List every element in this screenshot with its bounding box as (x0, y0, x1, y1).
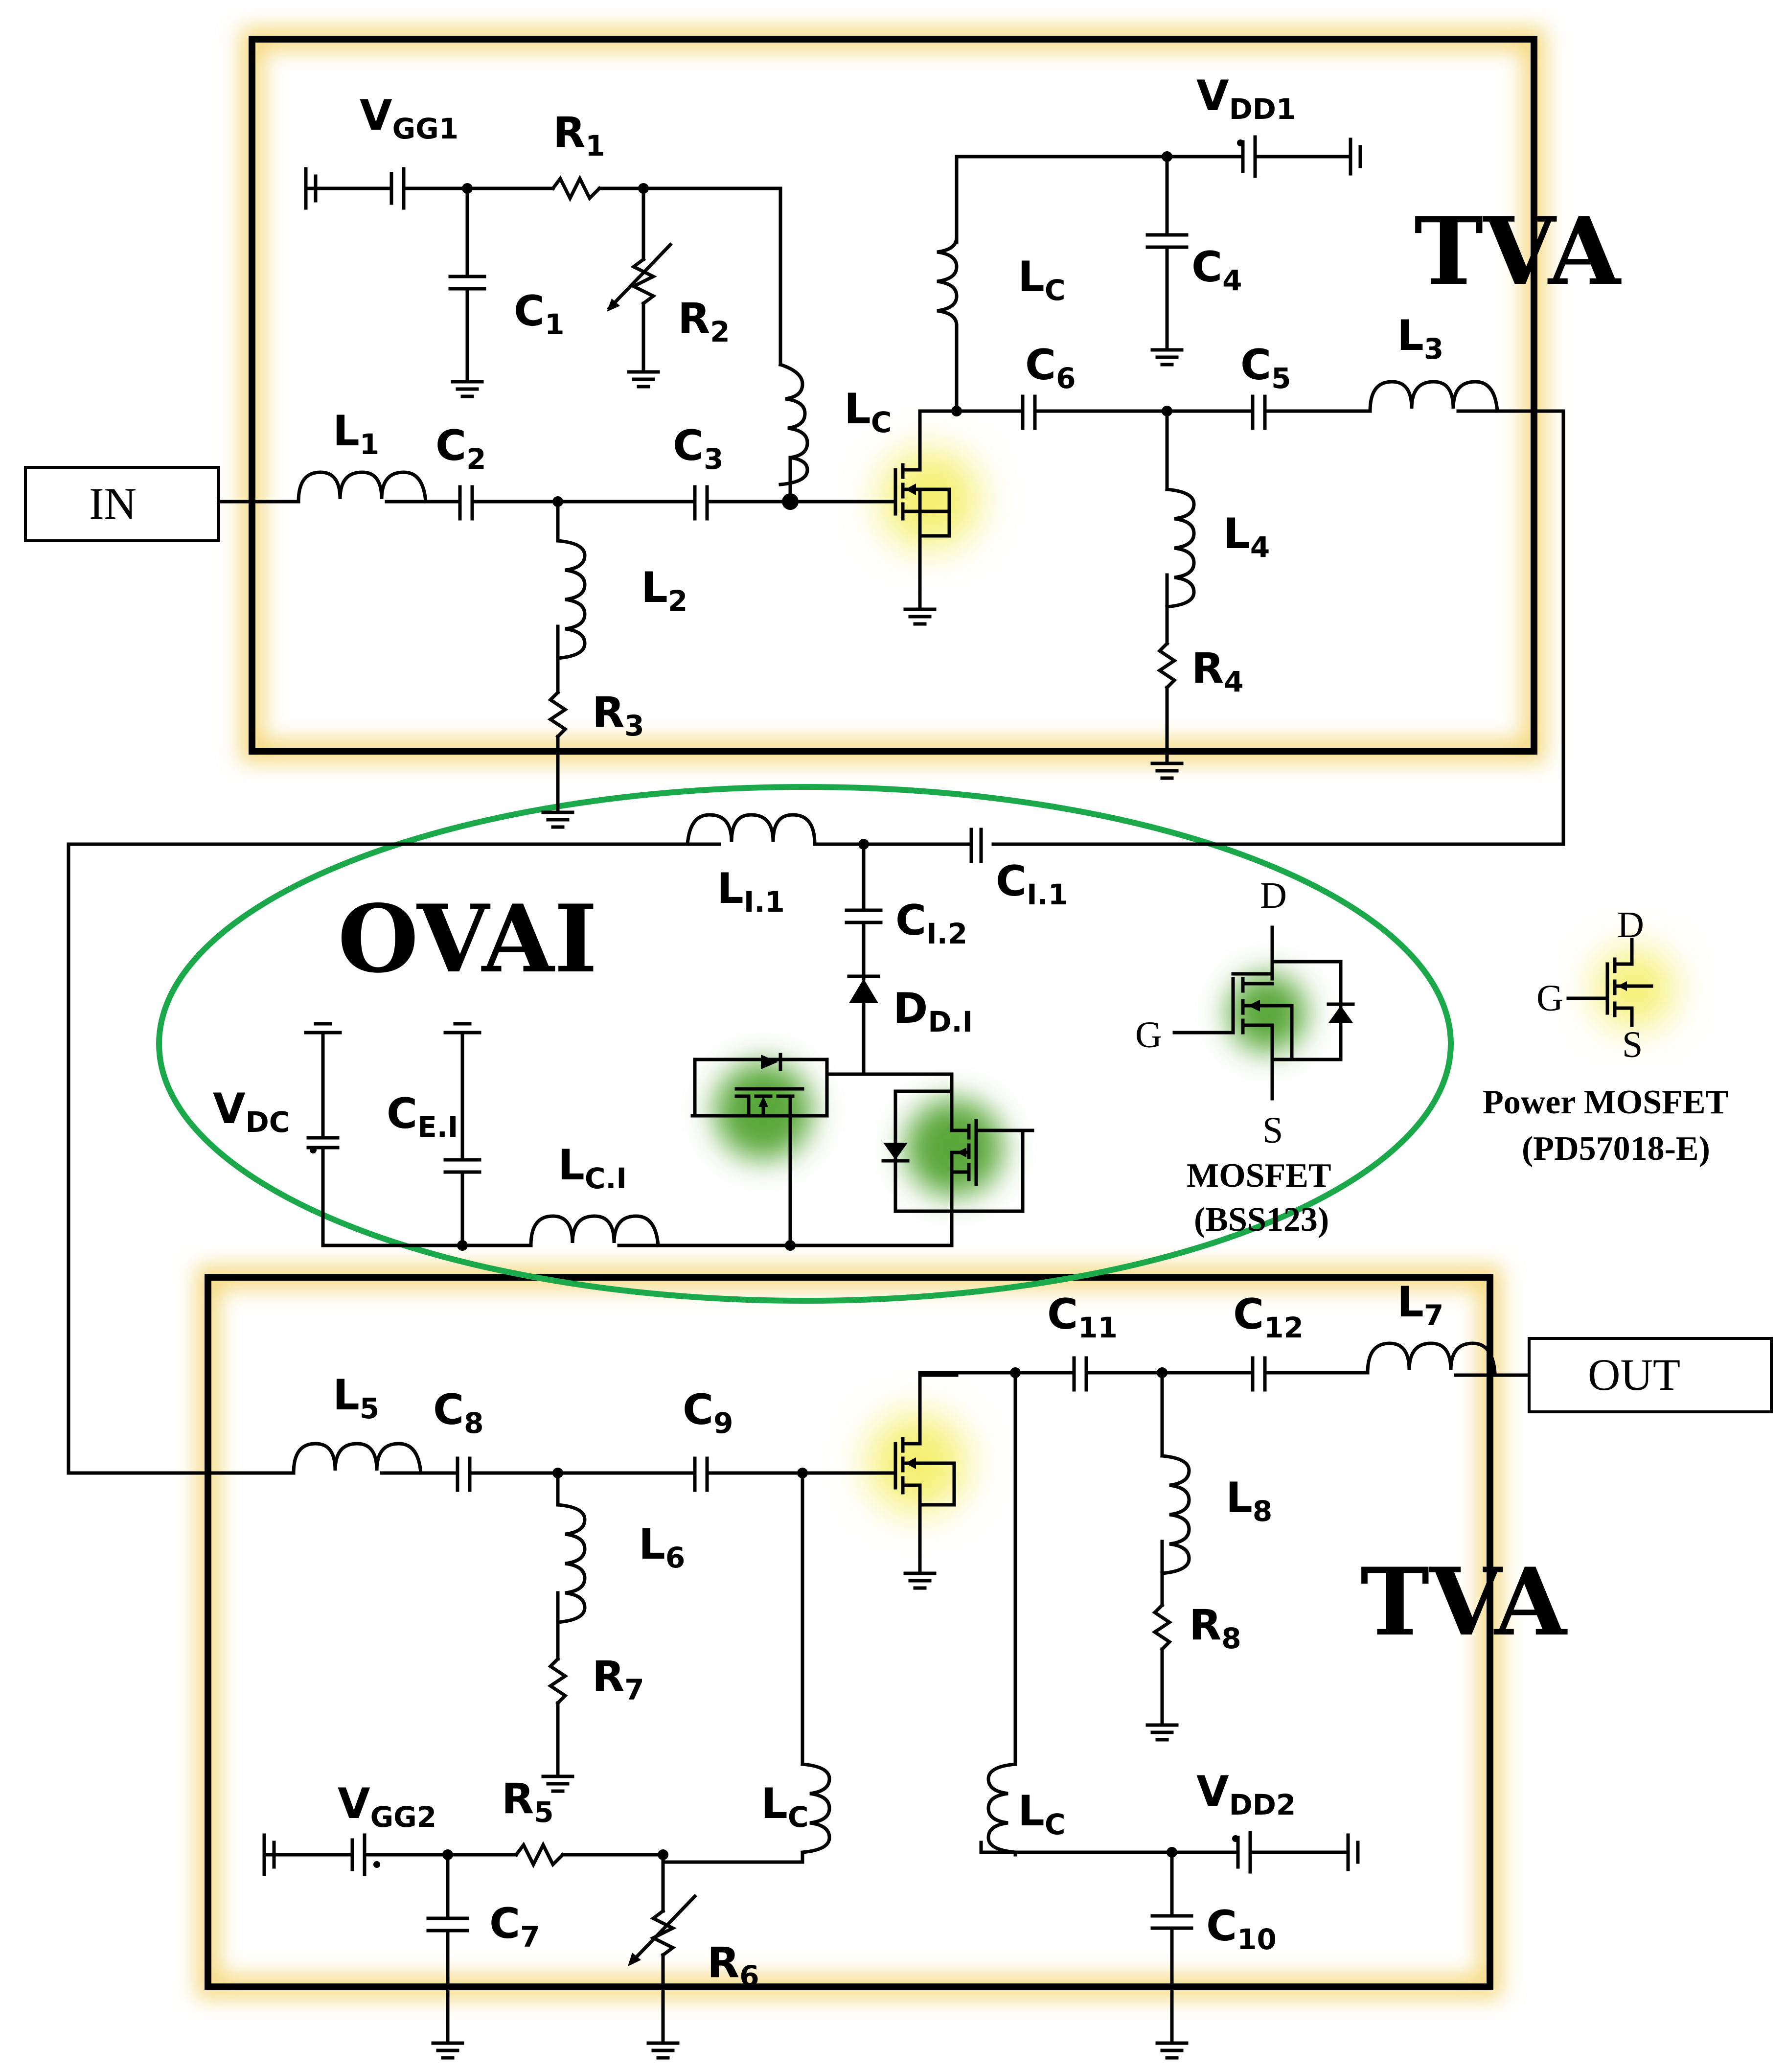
label-r7: R7 (592, 1652, 644, 1706)
out-label: OUT (1588, 1350, 1680, 1400)
label-l4: L4 (1223, 509, 1270, 564)
label-c5: C5 (1240, 341, 1291, 395)
label-r2: R2 (678, 294, 730, 348)
label-vdd1: VDD1 (1196, 71, 1296, 126)
mosfet-glow-top (881, 450, 979, 548)
label-ci2: CI.2 (895, 896, 967, 950)
label-r4: R4 (1191, 644, 1244, 698)
legend-bss-s: S (1262, 1110, 1283, 1151)
label-c1: C1 (514, 287, 564, 341)
legend-power-name: Power MOSFET (1483, 1083, 1728, 1121)
label-l5: L5 (333, 1371, 379, 1425)
label-lc-c: LC (761, 1779, 808, 1834)
ovai-ellipse (156, 784, 1454, 1304)
top-tva-title: TVA (1414, 197, 1622, 306)
legend-power-g: G (1536, 978, 1563, 1019)
in-label: IN (89, 479, 137, 529)
label-vdd2: VDD2 (1196, 1767, 1296, 1821)
ovai-circuit (67, 813, 1565, 1475)
in-box (24, 466, 220, 542)
label-r1: R1 (553, 108, 605, 162)
label-c10: C10 (1206, 1902, 1277, 1956)
label-l8: L8 (1226, 1473, 1272, 1528)
label-l2: L2 (641, 563, 687, 618)
label-lci: LC.I (558, 1141, 627, 1195)
legend-bss-part: (BSS123) (1194, 1201, 1329, 1239)
label-l3: L3 (1397, 311, 1443, 366)
legend-bss-d: D (1260, 875, 1287, 916)
label-vgg1: VGG1 (360, 91, 458, 145)
label-vdc: VDC (213, 1084, 290, 1139)
label-ci1: CI.1 (996, 857, 1068, 911)
label-l6: L6 (639, 1520, 685, 1574)
label-r5: R5 (502, 1774, 554, 1829)
label-r3: R3 (592, 688, 644, 742)
legend-pd57018-symbol (1566, 938, 1653, 1027)
labels: TVA TVA OVAI IN OUT VGG1 R1 VDD1 C1 R2 L… (89, 71, 1728, 1993)
label-c3: C3 (673, 421, 723, 476)
bottom-tva-glow (197, 1266, 1501, 1998)
legend-bss-g: G (1135, 1014, 1162, 1056)
label-vgg2: VGG2 (338, 1779, 436, 1834)
label-r8: R8 (1189, 1601, 1241, 1655)
label-ddi: DD.I (893, 984, 973, 1038)
label-c4: C4 (1191, 243, 1242, 297)
top-tva-box (249, 36, 1537, 755)
label-lc-b: LC (1018, 253, 1065, 307)
label-cei: CE.I (387, 1089, 458, 1144)
legend-power-part: (PD57018-E) (1522, 1130, 1710, 1168)
label-c8: C8 (433, 1385, 483, 1440)
top-tva-circuit (24, 135, 1565, 846)
mosfet-glow-legend-bss (1228, 974, 1306, 1052)
label-li1: LI.1 (717, 864, 785, 919)
legend-power-s: S (1622, 1024, 1643, 1065)
bottom-tva-circuit (67, 1337, 1773, 2060)
top-tva-glow (241, 28, 1545, 762)
bottom-tva-title: TVA (1360, 1547, 1568, 1657)
label-c12: C12 (1233, 1290, 1304, 1344)
mosfet-glow-ovai-2 (905, 1099, 1003, 1197)
bottom-tva-box (205, 1274, 1493, 1990)
label-c11: C11 (1047, 1290, 1118, 1344)
label-lc-d: LC (1018, 1787, 1065, 1841)
legend-bss-name: MOSFET (1187, 1157, 1331, 1195)
out-box (1528, 1337, 1773, 1413)
label-lc-a: LC (844, 385, 892, 439)
label-l7: L7 (1397, 1278, 1443, 1332)
label-l1: L1 (333, 407, 379, 461)
label-r6: R6 (707, 1938, 759, 1993)
label-c6: C6 (1025, 341, 1076, 395)
legend-bss123-symbol (1172, 925, 1355, 1101)
legend-power-d: D (1617, 904, 1644, 945)
label-c2: C2 (435, 421, 486, 476)
ovai-title: OVAI (338, 884, 597, 993)
label-c9: C9 (683, 1385, 733, 1440)
label-c7: C7 (489, 1899, 540, 1954)
